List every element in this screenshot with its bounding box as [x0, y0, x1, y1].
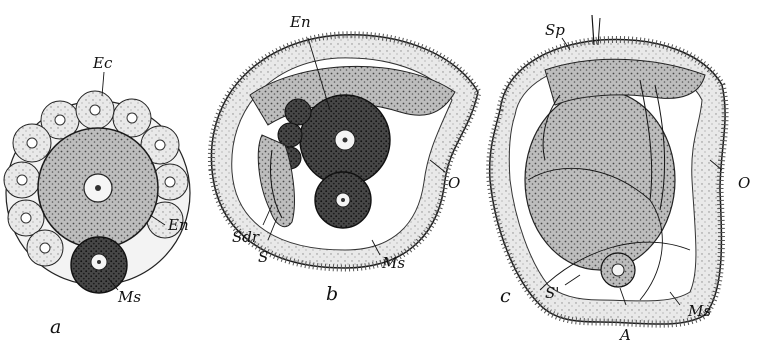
label-sdr: Sdr — [232, 228, 260, 246]
label-o-b: O — [448, 174, 460, 192]
label-en-a: En — [167, 216, 189, 234]
label-ec: Ec — [92, 54, 113, 72]
panel-a: Ec En Ms a — [4, 54, 190, 338]
panel-label-c: c — [500, 285, 511, 307]
label-sp: Sp — [545, 21, 565, 39]
label-ms-b: Ms — [381, 254, 405, 272]
label-a: A — [618, 326, 631, 344]
label-s-b: S — [258, 248, 268, 266]
panel-label-a: a — [50, 316, 61, 338]
panel-label-b: b — [326, 283, 338, 305]
stomach-c — [525, 90, 675, 270]
label-o-c: O — [738, 174, 750, 192]
label-en-b: En — [289, 13, 311, 31]
label-ms-a: Ms — [117, 288, 141, 306]
label-s-prime: S' — [545, 284, 559, 302]
panel-c: Sp O S' A Ms c — [490, 15, 751, 344]
panel-b: En O Sdr S Ms b — [211, 13, 478, 305]
label-ms-c: Ms — [687, 302, 711, 320]
